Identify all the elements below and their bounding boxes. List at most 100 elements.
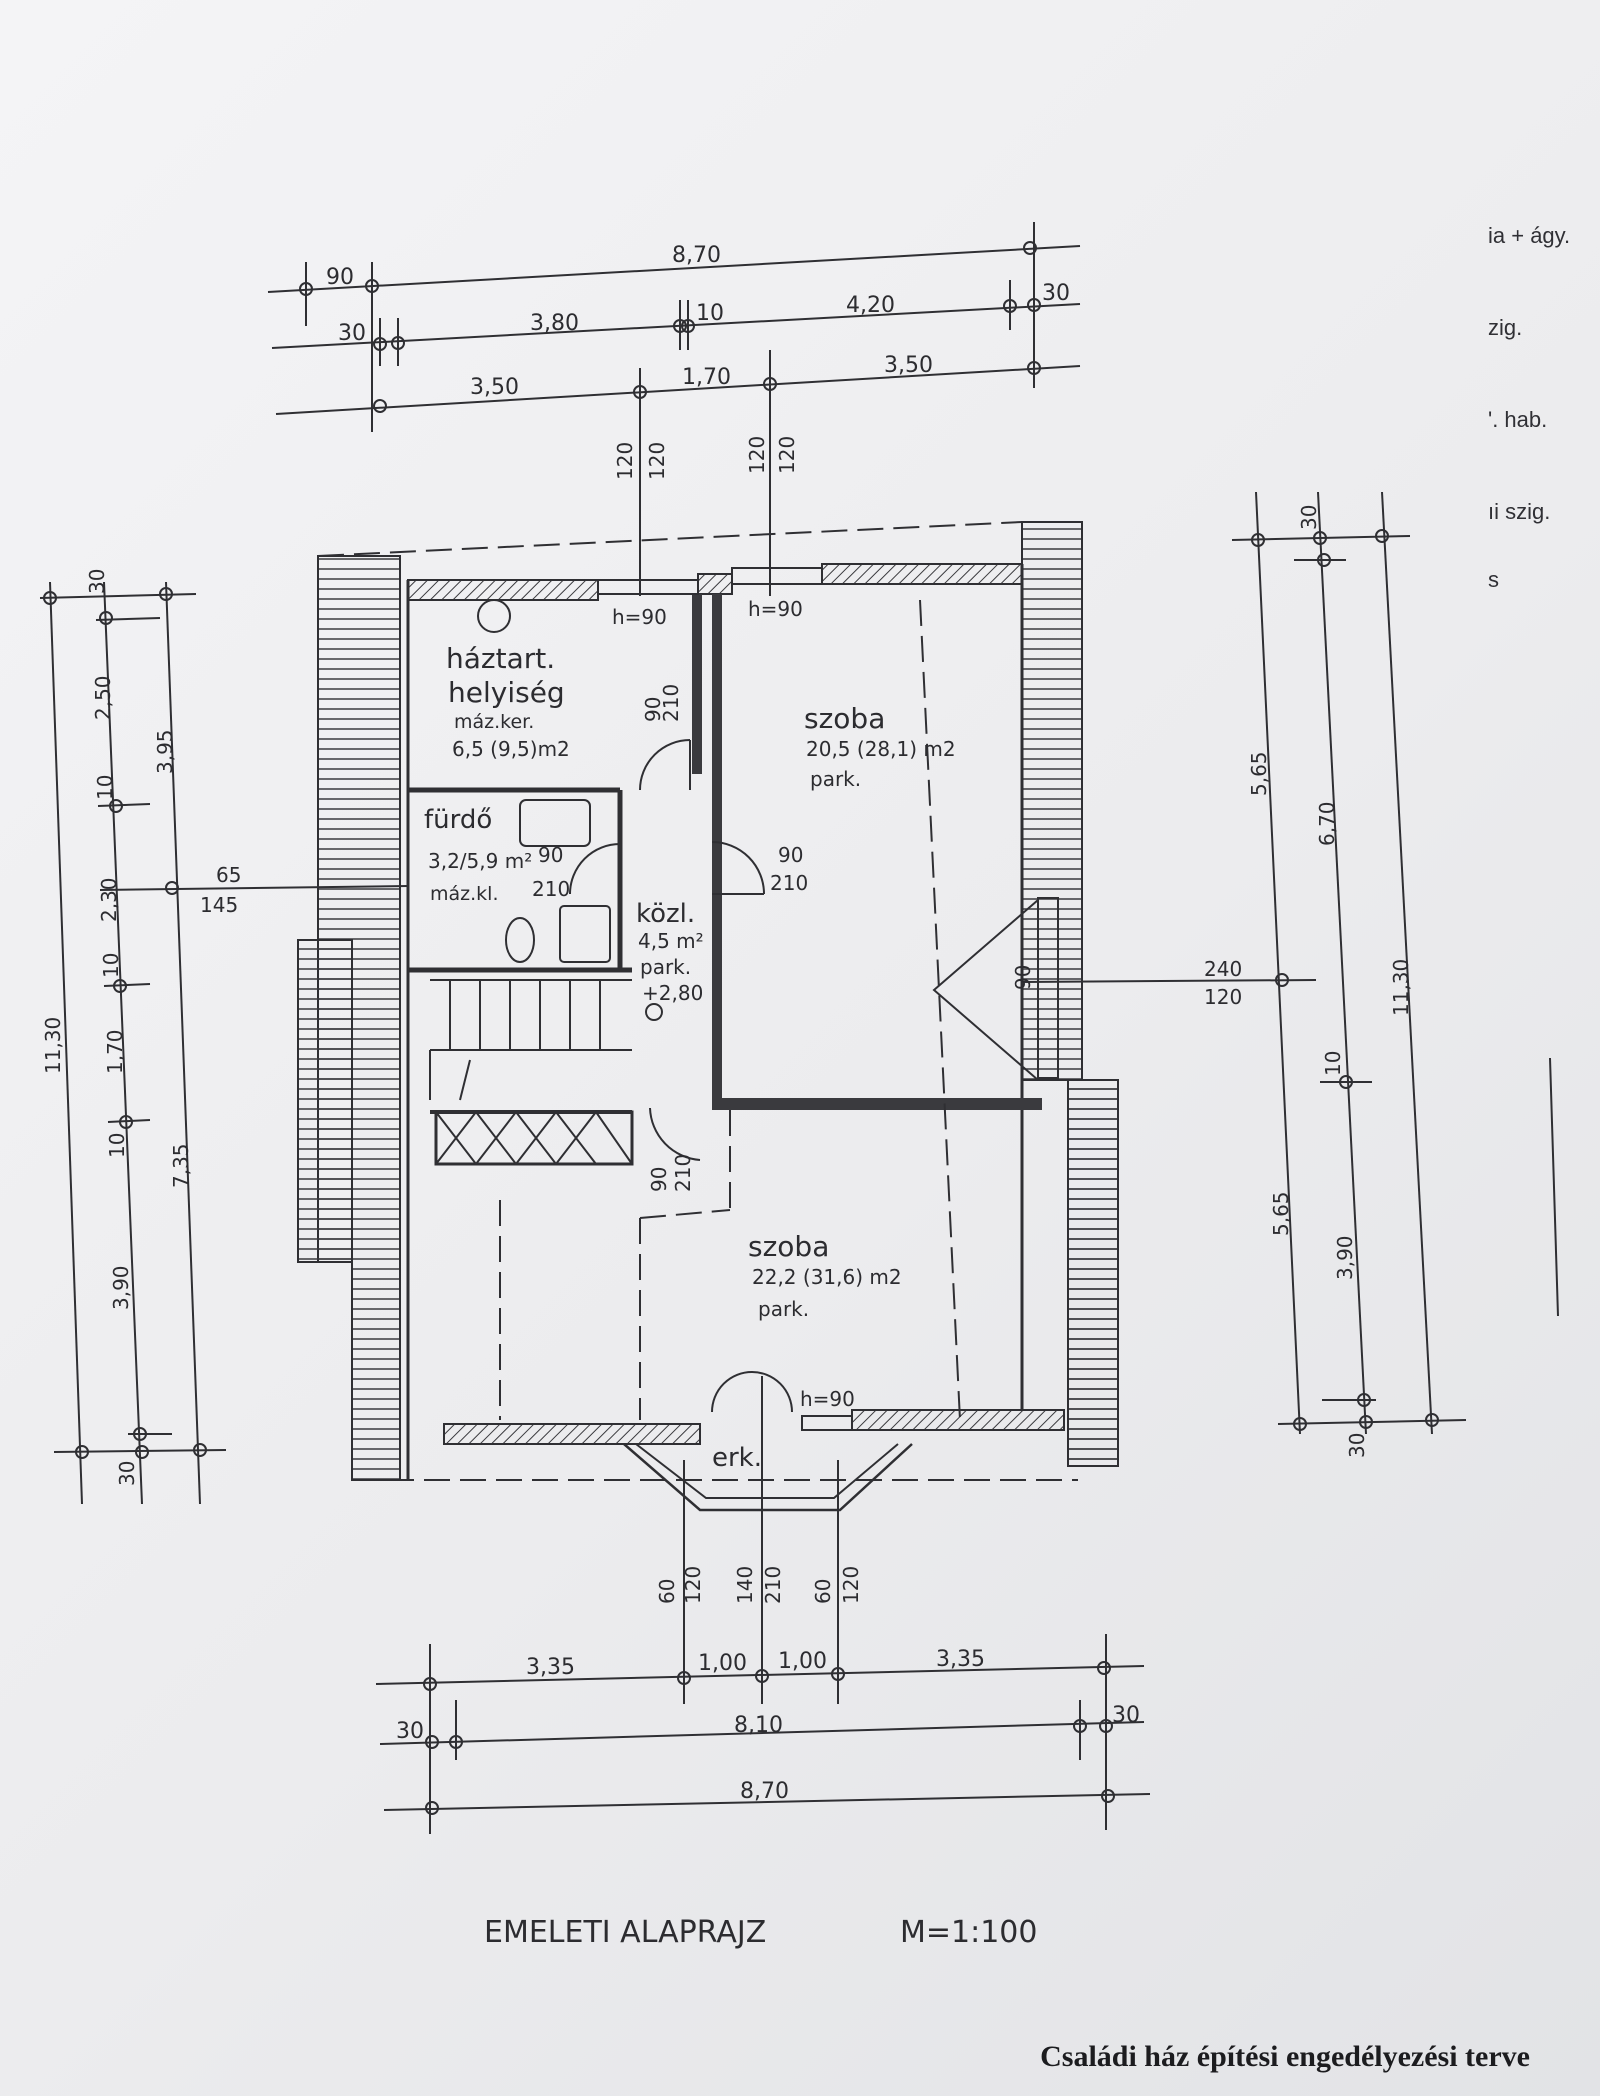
side-note-3: '. hab. [1488, 407, 1548, 432]
top-dim-380: 3,80 [530, 311, 579, 336]
left-dim-395: 3,95 [153, 729, 177, 774]
window-height-1: h=90 [612, 605, 667, 629]
dormer-dim-240: 240 [1204, 957, 1242, 981]
side-note-1: ia + ágy. [1488, 223, 1571, 248]
plan-title: EMELETI ALAPRAJZ [484, 1915, 766, 1950]
top-dimensions: 90 8,70 30 3,80 10 4,20 30 3,50 1,70 3,5… [326, 243, 1070, 400]
top-opening-120-b: 120 [645, 442, 669, 480]
top-dim-10: 10 [696, 301, 724, 326]
window-height-3: h=90 [800, 1387, 855, 1411]
right-dim-1130: 11,30 [1389, 959, 1413, 1016]
right-dim-565-b: 5,65 [1269, 1191, 1293, 1236]
right-dim-30-top: 30 [1297, 505, 1321, 530]
top-dim-170: 1,70 [682, 365, 731, 390]
room-szoba-1-floor: park. [810, 767, 861, 791]
door-height-2: 210 [770, 871, 808, 895]
bottom-dim-30-right: 30 [1112, 1703, 1140, 1728]
plan-scale: M=1:100 [900, 1915, 1037, 1950]
room-kozl-area: 4,5 m² [638, 929, 704, 953]
top-dim-30-left: 30 [338, 321, 366, 346]
right-dim-30-bottom: 30 [1345, 1433, 1369, 1458]
bottom-dim-870: 8,70 [740, 1779, 789, 1804]
document-footer: Családi ház építési engedélyezési terve [1040, 2040, 1530, 2073]
top-dim-870: 8,70 [672, 243, 721, 268]
bottom-opening-120-b: 120 [839, 1566, 863, 1604]
dimension-markers [43, 241, 1439, 1815]
bottom-opening-210: 210 [761, 1566, 785, 1604]
left-dim-10-b: 10 [99, 953, 123, 978]
dormer-dim-120: 120 [1204, 985, 1242, 1009]
right-dim-670: 6,70 [1315, 801, 1339, 846]
left-opening-145: 145 [200, 893, 238, 917]
door-height-1: 210 [659, 684, 683, 722]
room-haztart-name-2: helyiség [448, 676, 565, 709]
fixtures [429, 599, 1039, 1512]
bottom-dim-810: 8,10 [734, 1713, 783, 1738]
bottom-opening-60-a: 60 [655, 1579, 679, 1604]
top-opening-120-c: 120 [745, 436, 769, 474]
top-opening-120-d: 120 [775, 436, 799, 474]
left-dim-250: 2,50 [91, 675, 115, 720]
left-dim-230: 2,30 [97, 877, 121, 922]
room-szoba-2-name: szoba [748, 1230, 829, 1263]
left-dim-735: 7,35 [169, 1143, 193, 1188]
bottom-opening-60-b: 60 [811, 1579, 835, 1604]
door-width-3: 90 [538, 843, 563, 867]
room-szoba-1-area: 20,5 (28,1) m2 [806, 737, 956, 761]
hidden-lines [317, 521, 1078, 1481]
opening-labels: h=90 h=90 h=90 90 210 90 210 90 210 90 2… [200, 436, 1242, 1604]
top-dim-30-right: 30 [1042, 281, 1070, 306]
room-kozl-level: +2,80 [642, 981, 703, 1005]
room-szoba-1-name: szoba [804, 702, 885, 735]
bottom-dim-30-left: 30 [396, 1719, 424, 1744]
left-dim-30-bottom: 30 [115, 1461, 139, 1486]
door-width-1: 90 [641, 697, 665, 722]
top-dim-350-right: 3,50 [884, 353, 933, 378]
room-haztart-area: 6,5 (9,5)m2 [452, 737, 570, 761]
side-note-5: s [1488, 567, 1499, 592]
top-dim-90: 90 [326, 265, 354, 290]
left-dim-170: 1,70 [103, 1029, 127, 1074]
bottom-dim-335-right: 3,35 [936, 1647, 985, 1672]
bottom-opening-120-a: 120 [681, 1566, 705, 1604]
left-dim-10-c: 10 [105, 1133, 129, 1158]
right-dim-390: 3,90 [1333, 1235, 1357, 1280]
right-dim-10: 10 [1321, 1051, 1345, 1076]
left-opening-65: 65 [216, 863, 241, 887]
room-erkely: erk. [712, 1443, 762, 1473]
room-haztart-name: háztart. [446, 642, 555, 675]
window-height-2: h=90 [748, 597, 803, 621]
room-kozl-floor: park. [640, 955, 691, 979]
door-height-3: 210 [532, 877, 570, 901]
right-dimensions: 30 5,65 5,65 6,70 10 3,90 30 11,30 [1247, 505, 1413, 1458]
door-width-2: 90 [778, 843, 803, 867]
windows [597, 567, 1059, 1431]
dormer-width: 90 [1011, 965, 1035, 990]
bottom-dimensions: 3,35 1,00 1,00 3,35 30 8,10 30 8,70 [396, 1647, 1140, 1804]
dimension-lines [39, 222, 1559, 1834]
left-dim-30-top: 30 [85, 569, 109, 594]
door-width-4: 90 [647, 1167, 671, 1192]
room-haztart-floor: máz.ker. [454, 711, 534, 733]
room-furdo-floor: máz.kl. [430, 883, 499, 905]
bottom-dim-335-left: 3,35 [526, 1655, 575, 1680]
roof-eaves [297, 521, 1119, 1481]
left-dim-10-a: 10 [93, 775, 117, 800]
bottom-dim-100-right: 1,00 [778, 1649, 827, 1674]
bottom-opening-140: 140 [733, 1566, 757, 1604]
room-furdo-name: fürdő [424, 805, 492, 835]
right-dim-565-a: 5,65 [1247, 751, 1271, 796]
left-dimensions: 30 2,50 10 2,30 10 1,70 10 3,90 30 3,95 … [41, 569, 193, 1486]
door-height-4: 210 [671, 1154, 695, 1192]
room-labels: háztart. helyiség máz.ker. 6,5 (9,5)m2 f… [424, 642, 956, 1473]
room-kozl-name: közl. [636, 899, 695, 929]
top-opening-120-a: 120 [613, 442, 637, 480]
top-dim-350-left: 3,50 [470, 375, 519, 400]
left-dim-1130: 11,30 [41, 1017, 65, 1074]
room-furdo-area: 3,2/5,9 m² [428, 849, 532, 873]
side-note-2: zig. [1488, 315, 1523, 340]
side-note-4: ıi szig. [1488, 499, 1551, 524]
left-dim-390: 3,90 [109, 1265, 133, 1310]
